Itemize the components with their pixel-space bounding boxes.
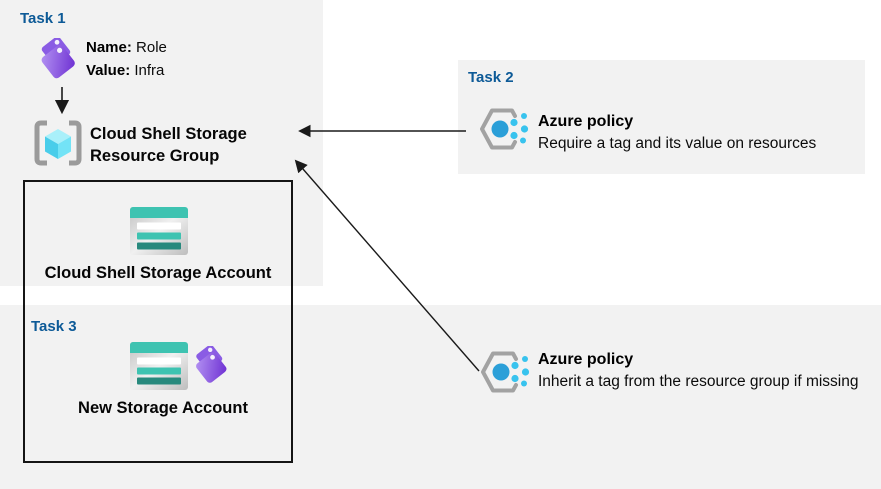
tag-icon [41,38,75,79]
require-policy-description: Require a tag and its value on resources [538,135,817,152]
resource-group-title-line1: Cloud Shell Storage [90,125,247,143]
inherit-policy-title: Azure policy [538,351,634,368]
inherit-policy-text: Azure policy Inherit a tag from the reso… [538,349,874,392]
azure-policy-icon [481,351,530,393]
tag-name-line: Name: Role [86,36,167,59]
require-policy-text: Azure policy Require a tag and its value… [538,111,868,154]
tag-value-line: Value: Infra [86,59,167,82]
resource-group-title: Cloud Shell Storage Resource Group [90,123,247,167]
tag-value-value: Infra [134,62,165,79]
tag-name-value-text: Name: Role Value: Infra [86,36,167,82]
require-policy-title: Azure policy [538,113,634,130]
task1-label: Task 1 [20,10,66,27]
new-storage-account-label: New Storage Account [78,399,248,417]
storage-accounts-outline-box [23,180,293,463]
resource-group-icon [34,120,82,166]
resource-group-title-line2: Resource Group [90,147,220,165]
inherit-policy-description: Inherit a tag from the resource group if… [538,373,859,390]
tag-name-label: Name: [86,39,132,56]
storage-account-icon [130,342,188,390]
storage-account-icon [130,207,188,255]
task3-label: Task 3 [31,318,77,335]
tag-value-label: Value: [86,62,131,79]
task2-label: Task 2 [468,69,514,86]
azure-policy-icon [480,108,529,150]
cloud-shell-storage-account-label: Cloud Shell Storage Account [44,264,272,282]
tag-name-value: Role [136,39,167,56]
tag-icon [196,346,227,383]
